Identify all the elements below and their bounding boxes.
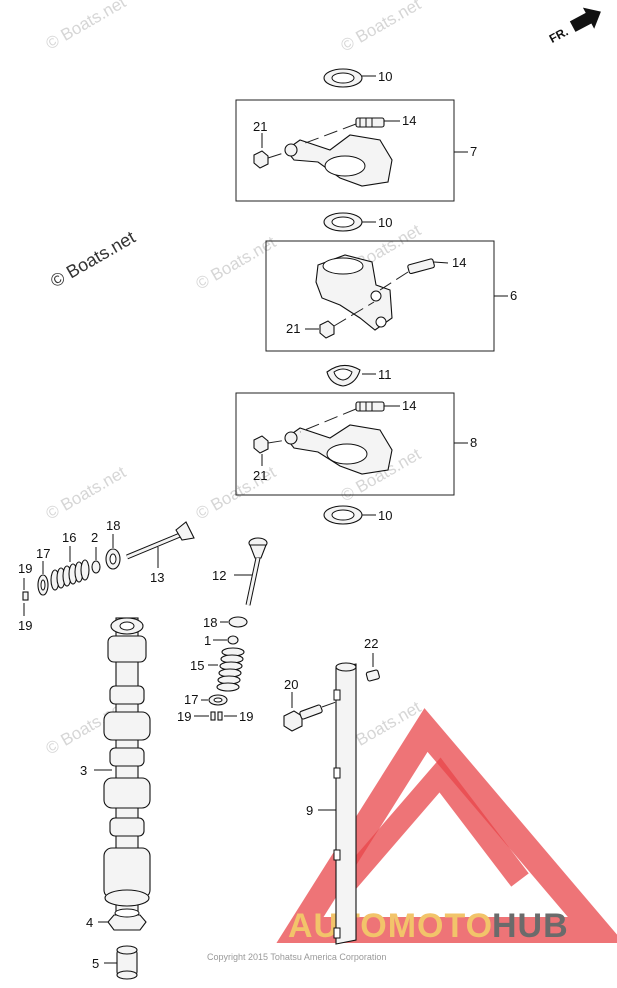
callout-18: 18 <box>106 518 120 533</box>
callout-18: 18 <box>203 615 217 630</box>
camshaft-part-3: 3 <box>80 617 151 919</box>
callout-17: 17 <box>36 546 50 561</box>
callout-21: 21 <box>286 321 300 336</box>
callout-3: 3 <box>80 763 87 778</box>
callout-19: 19 <box>177 709 191 724</box>
automotohub-logo: AUTOMOTO HUB <box>276 708 617 945</box>
callout-15: 15 <box>190 658 204 673</box>
sprocket-part-4: 4 <box>86 908 147 931</box>
callout-2: 2 <box>91 530 98 545</box>
plug-part-5: 5 <box>92 945 138 980</box>
callout-19: 19 <box>239 709 253 724</box>
valve-spring <box>216 647 245 692</box>
callout-1: 1 <box>204 633 211 648</box>
callout-8: 8 <box>470 435 477 450</box>
rocker-arm-assembly-8: 8 14 21 <box>235 392 477 496</box>
callout-22: 22 <box>364 636 378 651</box>
watermark: © Boats.net <box>43 0 130 53</box>
callout-14: 14 <box>452 255 466 270</box>
callout-19: 19 <box>18 561 32 576</box>
callout-9: 9 <box>306 803 313 818</box>
callout-13: 13 <box>150 570 164 585</box>
watermark: © Boats.net <box>43 462 130 523</box>
callout-14: 14 <box>402 113 416 128</box>
brand-hub-text: HUB <box>492 907 569 945</box>
callout-20: 20 <box>284 677 298 692</box>
exhaust-valve-group: 19 19 17 16 2 18 13 <box>18 518 195 633</box>
main-watermark: © Boats.net <box>47 227 139 291</box>
callout-5: 5 <box>92 956 99 971</box>
valve-spring <box>50 559 90 591</box>
front-label: FR. <box>547 24 571 45</box>
washer-part-10: 10 <box>323 212 392 232</box>
watermark: © Boats.net <box>338 0 425 55</box>
rocker-arm-assembly-6: 6 14 21 <box>265 240 517 352</box>
intake-valve-group: 12 18 1 15 17 19 19 <box>177 537 268 724</box>
washer-part-11: 11 <box>326 364 392 387</box>
callout-10: 10 <box>378 69 392 84</box>
callout-11: 11 <box>378 367 392 382</box>
washer-part-10: 10 <box>323 505 392 525</box>
callout-19: 19 <box>18 618 32 633</box>
front-arrow: FR. <box>547 7 601 46</box>
callout-7: 7 <box>470 144 477 159</box>
callout-12: 12 <box>212 568 226 583</box>
callout-21: 21 <box>253 468 267 483</box>
callout-16: 16 <box>62 530 76 545</box>
callout-10: 10 <box>378 508 392 523</box>
callout-17: 17 <box>184 692 198 707</box>
rocker-arm-assembly-7: 7 14 21 <box>235 99 477 202</box>
callout-6: 6 <box>510 288 517 303</box>
callout-14: 14 <box>402 398 416 413</box>
rocker-shaft-group: 22 9 20 <box>283 636 380 945</box>
callout-10: 10 <box>378 215 392 230</box>
copyright-text: Copyright 2015 Tohatsu America Corporati… <box>207 952 386 962</box>
callout-4: 4 <box>86 915 93 930</box>
callout-21: 21 <box>253 119 267 134</box>
washer-part-10: 10 <box>323 68 392 88</box>
brand-auto-text: AUTOMOTO <box>288 907 493 945</box>
